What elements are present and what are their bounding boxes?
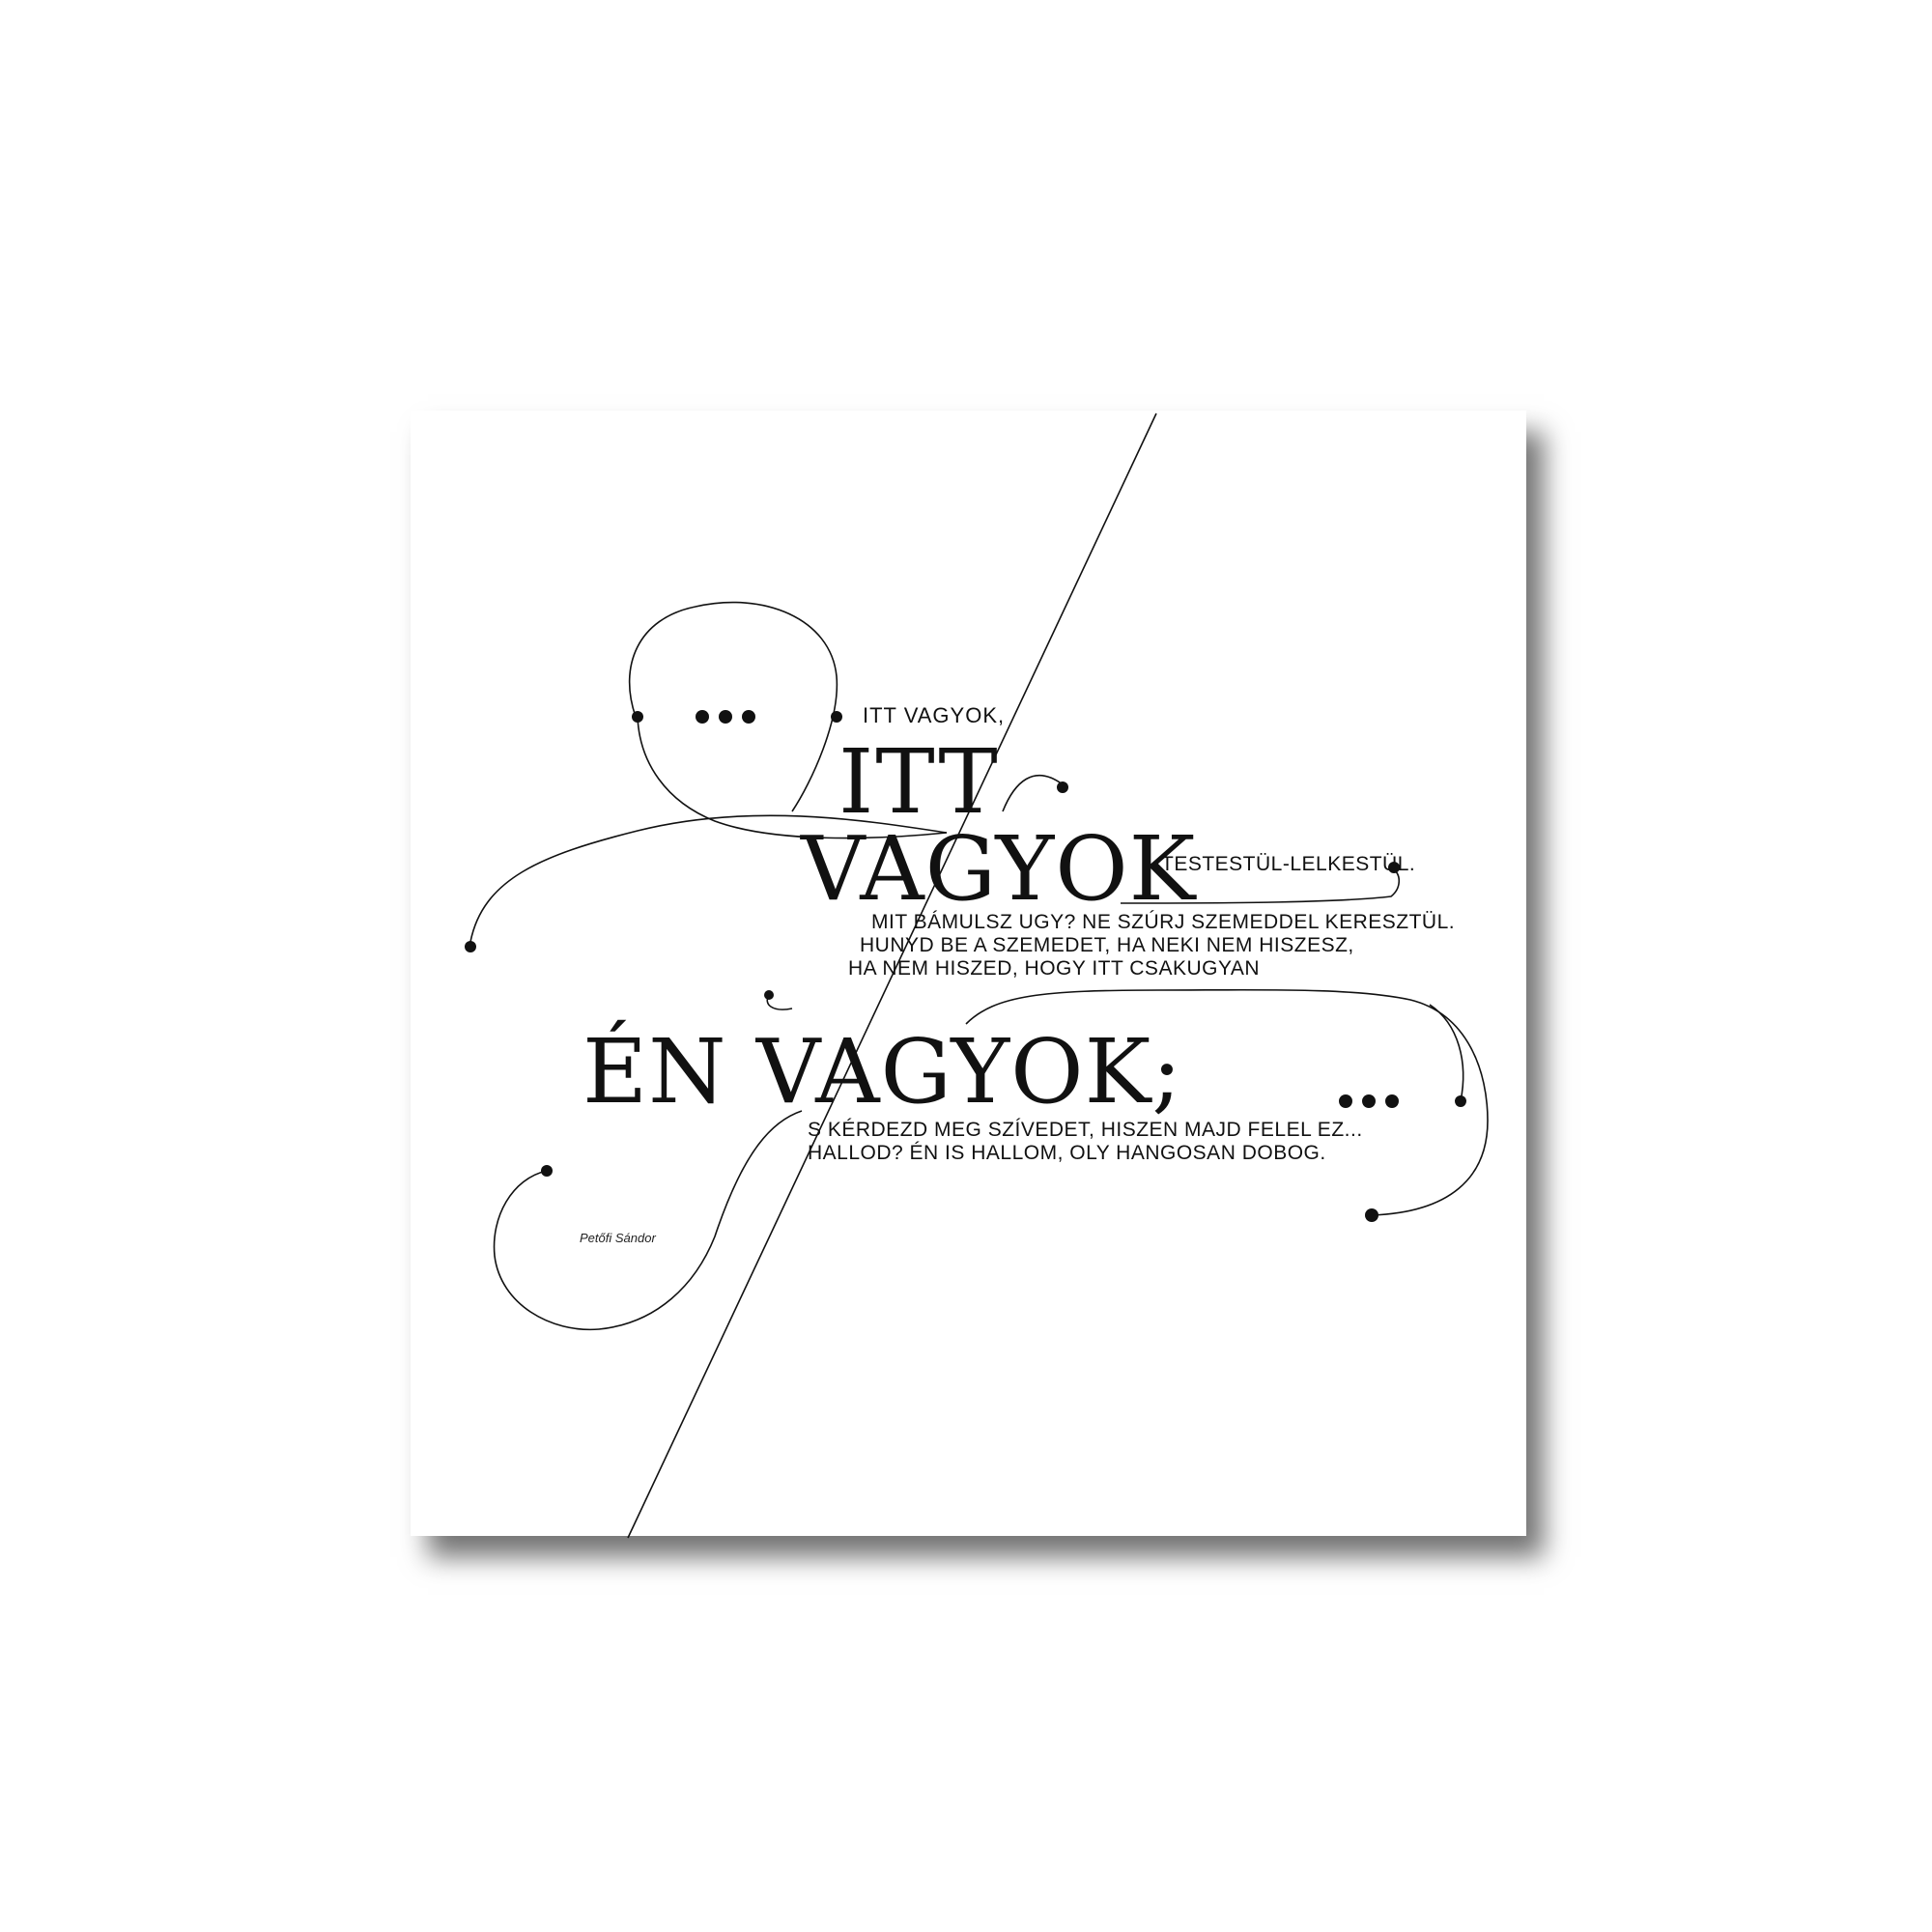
ellipsis-dot: [1385, 1094, 1399, 1108]
stanza-one: MIT BÁMULSZ UGY? NE SZÚRJ SZEMEDDEL KERE…: [848, 911, 1455, 980]
stanza-line: HALLOD? ÉN IS HALLOM, OLY HANGOSAN DOBOG…: [808, 1142, 1326, 1164]
ellipsis-dot: [1362, 1094, 1376, 1108]
author-loop-flourish: [493, 1110, 803, 1331]
ellipsis-dot: [1339, 1094, 1352, 1108]
right-swash-flourish: [1002, 774, 1401, 904]
upper-loop-flourish: [628, 601, 948, 839]
drop-terminal: [1365, 1208, 1378, 1222]
headline-itt: ITT: [838, 730, 1000, 834]
ellipsis-dot: [719, 710, 732, 724]
intro-line: ITT VAGYOK,: [863, 703, 1006, 727]
headline-en-vagyok: ÉN VAGYOK;: [582, 1020, 1183, 1123]
drop-terminal: [764, 990, 774, 1000]
inner-right-arc: [1429, 1004, 1464, 1102]
drop-terminal: [1388, 862, 1400, 873]
drop-terminal: [1057, 781, 1068, 793]
poster-card: [411, 411, 1526, 1536]
stanza-line: S KÉRDEZD MEG SZÍVEDET, HISZEN MAJD FELE…: [808, 1119, 1363, 1141]
drop-terminal: [831, 711, 842, 723]
ellipsis-dot: [742, 710, 755, 724]
diagonal-line: [627, 412, 1157, 1539]
testestul-line: TESTESTÜL-LELKESTÜL.: [1161, 853, 1416, 875]
left-swash-flourish: [469, 814, 948, 943]
ellipsis-dot: [696, 710, 709, 724]
drop-terminal: [465, 941, 476, 952]
author-signature: Petőfi Sándor: [580, 1231, 656, 1245]
stanza-line: HUNYD BE A SZEMEDET, HA NEKI NEM HISZESZ…: [860, 934, 1354, 956]
stanza-two: S KÉRDEZD MEG SZÍVEDET, HISZEN MAJD FELE…: [808, 1119, 1363, 1165]
middle-loop-flourish: [965, 988, 1489, 1216]
drop-terminal: [1455, 1095, 1466, 1107]
headline-vagyok: VAGYOK: [801, 817, 1197, 921]
stanza-line: HA NEM HISZED, HOGY ITT CSAKUGYAN: [848, 957, 1261, 980]
drop-terminal: [632, 711, 643, 723]
stanza-line: MIT BÁMULSZ UGY? NE SZÚRJ SZEMEDDEL KERE…: [871, 911, 1456, 933]
drop-terminal: [541, 1165, 553, 1177]
